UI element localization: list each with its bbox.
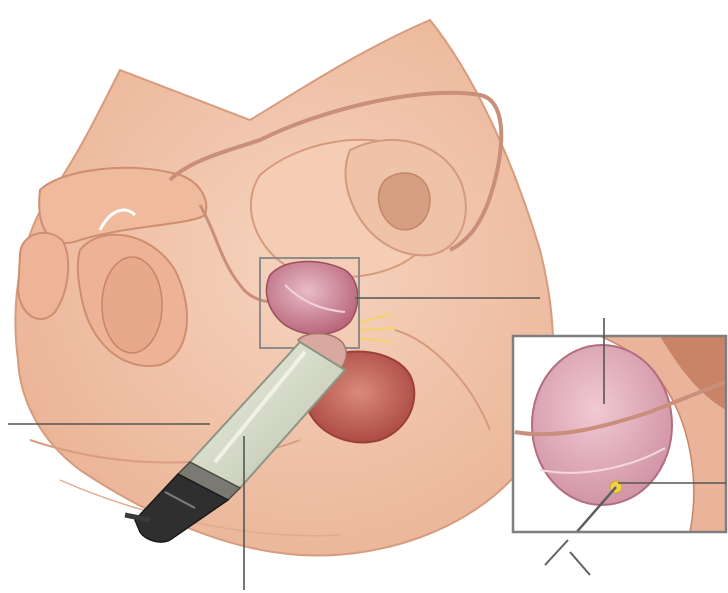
testis-shape (102, 257, 162, 353)
biopsy-inset (513, 318, 726, 575)
inset-needle-external (545, 540, 590, 575)
sacrum-cavity (379, 173, 430, 230)
